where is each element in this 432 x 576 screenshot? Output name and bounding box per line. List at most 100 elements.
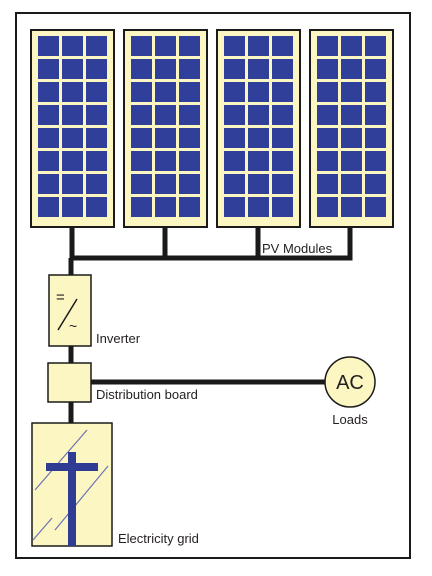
solar-cell: [38, 59, 59, 79]
solar-cell: [365, 59, 386, 79]
solar-cell: [248, 105, 269, 125]
solar-cell: [86, 197, 107, 217]
inverter-slash: [57, 298, 78, 331]
solar-cell: [341, 82, 362, 102]
solar-cell: [317, 59, 338, 79]
solar-cell: [365, 36, 386, 56]
solar-cell: [155, 82, 176, 102]
power-line-1: [34, 429, 88, 491]
solar-cell: [155, 36, 176, 56]
solar-cell: [317, 82, 338, 102]
inverter-ac-symbol: ~: [69, 318, 77, 334]
ac-label: AC: [336, 372, 364, 394]
solar-cell: [179, 36, 200, 56]
solar-cell: [365, 174, 386, 194]
solar-cell: [248, 197, 269, 217]
loads-circle: [324, 356, 376, 408]
power-line-2: [54, 465, 109, 531]
solar-cell: [131, 151, 152, 171]
solar-cell: [272, 105, 293, 125]
solar-cell: [224, 36, 245, 56]
solar-cell: [341, 105, 362, 125]
solar-cell: [131, 174, 152, 194]
solar-cell: [62, 36, 83, 56]
solar-cell: [179, 59, 200, 79]
solar-cell: [62, 59, 83, 79]
solar-cell: [317, 197, 338, 217]
inverter: = ~: [48, 274, 92, 347]
solar-cell: [155, 174, 176, 194]
solar-cell: [224, 151, 245, 171]
solar-cell: [38, 174, 59, 194]
loads-label: Loads: [332, 412, 368, 427]
solar-cell: [86, 36, 107, 56]
solar-cell: [224, 105, 245, 125]
solar-cell: [62, 174, 83, 194]
solar-cell: [155, 197, 176, 217]
solar-cell: [86, 128, 107, 148]
solar-cell: [179, 151, 200, 171]
solar-cell: [131, 197, 152, 217]
solar-cell: [317, 151, 338, 171]
solar-cell: [272, 59, 293, 79]
solar-cell: [248, 151, 269, 171]
solar-cell: [248, 174, 269, 194]
solar-cell: [248, 59, 269, 79]
solar-cell: [38, 151, 59, 171]
solar-cell: [224, 59, 245, 79]
solar-cell: [86, 105, 107, 125]
pole-shaft: [68, 452, 76, 546]
solar-cell: [272, 151, 293, 171]
solar-cell: [365, 82, 386, 102]
solar-cell: [179, 174, 200, 194]
solar-cell: [155, 151, 176, 171]
solar-cell: [38, 82, 59, 102]
solar-cell: [341, 197, 362, 217]
solar-cell: [179, 82, 200, 102]
solar-cell: [131, 59, 152, 79]
solar-cell: [317, 128, 338, 148]
solar-cell: [86, 82, 107, 102]
wiring: [68, 227, 353, 423]
solar-cell: [86, 151, 107, 171]
inverter-dc-symbol: =: [56, 289, 65, 306]
solar-cell: [224, 128, 245, 148]
solar-cell: [155, 105, 176, 125]
solar-cell: [131, 105, 152, 125]
solar-cell: [341, 128, 362, 148]
solar-cell: [131, 128, 152, 148]
solar-cell: [365, 128, 386, 148]
solar-cell: [179, 197, 200, 217]
solar-cell: [86, 59, 107, 79]
solar-cell: [272, 82, 293, 102]
electricity-grid-label: Electricity grid: [118, 531, 199, 546]
solar-cell: [365, 197, 386, 217]
solar-cell: [131, 36, 152, 56]
solar-cell: [86, 174, 107, 194]
distribution-board-label: Distribution board: [96, 387, 198, 402]
pv-modules-label: PV Modules: [262, 241, 333, 256]
power-line-3: [32, 517, 53, 541]
pole-crossarm: [46, 463, 98, 471]
solar-cell: [224, 197, 245, 217]
solar-cell: [179, 105, 200, 125]
solar-cell: [131, 82, 152, 102]
inverter-label: Inverter: [96, 331, 141, 346]
solar-cell: [38, 128, 59, 148]
solar-cell: [341, 174, 362, 194]
solar-cell: [341, 151, 362, 171]
solar-cell: [155, 128, 176, 148]
distribution-board: [47, 362, 92, 403]
solar-cell: [248, 82, 269, 102]
solar-cell: [365, 105, 386, 125]
solar-cell: [341, 36, 362, 56]
solar-cell: [224, 174, 245, 194]
solar-cell: [317, 105, 338, 125]
solar-cell: [272, 128, 293, 148]
solar-cell: [62, 82, 83, 102]
solar-cell: [62, 197, 83, 217]
solar-cell: [248, 36, 269, 56]
solar-cell: [38, 197, 59, 217]
solar-cell: [317, 36, 338, 56]
